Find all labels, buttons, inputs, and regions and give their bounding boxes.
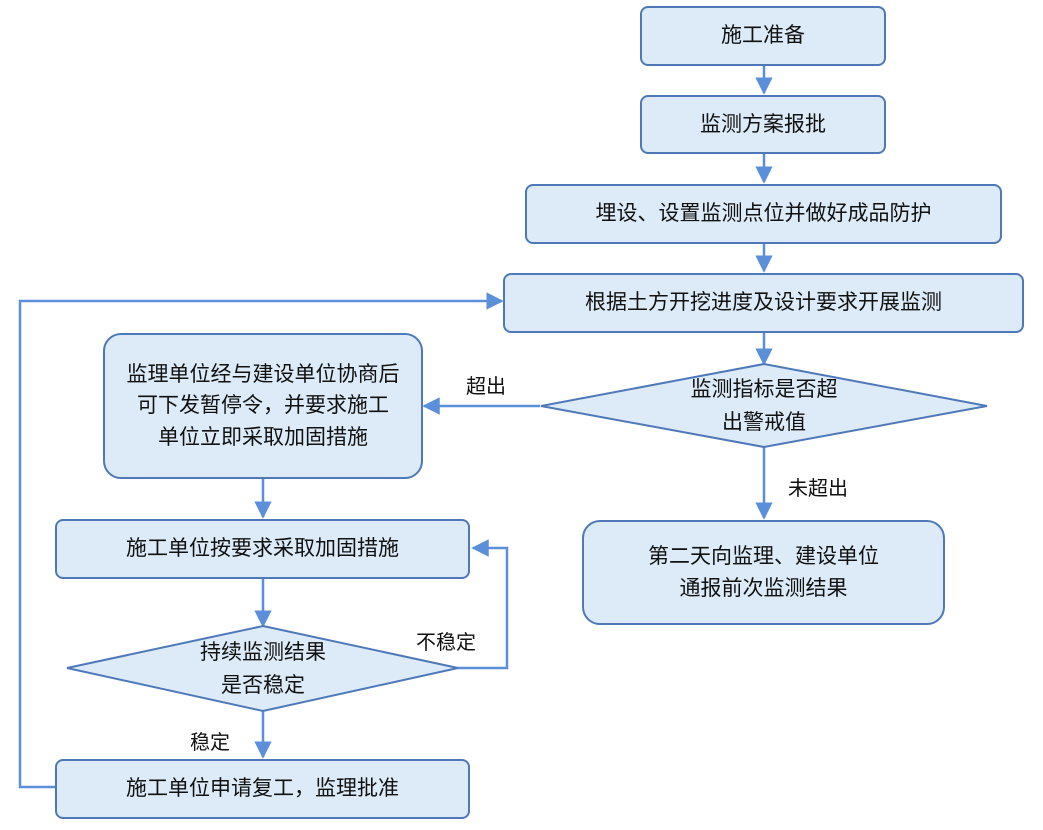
edge-label-stable: 稳定 [190,730,230,754]
decision-exceed-line-2: 出警戒值 [722,409,806,434]
node-set-points-label: 埋设、设置监测点位并做好成品防护 [595,201,932,226]
decision-exceed-text: 监测指标是否超 出警戒值 [640,364,888,447]
decision-stable-text: 持续监测结果 是否稳定 [150,626,376,711]
node-report-line-1: 第二天向监理、建设单位 [648,544,879,568]
decision-exceed-line-1: 监测指标是否超 [690,376,838,401]
node-report-line-2: 通报前次监测结果 [679,575,848,600]
node-plan-approval: 监测方案报批 [640,95,886,154]
edge-label-unstable: 不稳定 [416,630,476,654]
node-reinforce: 施工单位按要求采取加固措施 [55,519,470,579]
node-reinforce-label: 施工单位按要求采取加固措施 [126,536,399,561]
decision-exceed-diamond [540,362,988,449]
edge-label-not-exceed: 未超出 [788,476,848,500]
node-stop-order-line-1: 监理单位经与建设单位协商后 [126,361,400,386]
edge-label-exceed: 超出 [466,374,506,398]
arrow-unstable-loop [458,539,509,670]
node-stop-order-line-3: 单位立即采取加固措施 [158,424,368,449]
node-resume: 施工单位申请复工，监理批准 [55,759,470,819]
node-plan-approval-label: 监测方案报批 [700,111,826,136]
node-construction-prep-label: 施工准备 [721,23,805,48]
node-monitor-label: 根据土方开挖进度及设计要求开展监测 [585,290,942,315]
arrow-resume-loop [18,292,504,789]
node-report: 第二天向监理、建设单位 通报前次监测结果 [582,520,945,625]
node-stop-order-line-2: 可下发暂停令，并要求施工 [137,393,389,418]
node-set-points: 埋设、设置监测点位并做好成品防护 [525,184,1002,244]
node-monitor: 根据土方开挖进度及设计要求开展监测 [503,273,1024,333]
decision-stable-line-1: 持续监测结果 [200,639,326,664]
decision-stable-diamond [66,624,459,713]
node-stop-order: 监理单位经与建设单位协商后 可下发暂停令，并要求施工 单位立即采取加固措施 [103,333,423,479]
node-construction-prep: 施工准备 [640,6,886,66]
decision-stable-line-2: 是否稳定 [221,672,305,697]
node-resume-label: 施工单位申请复工，监理批准 [126,776,399,801]
